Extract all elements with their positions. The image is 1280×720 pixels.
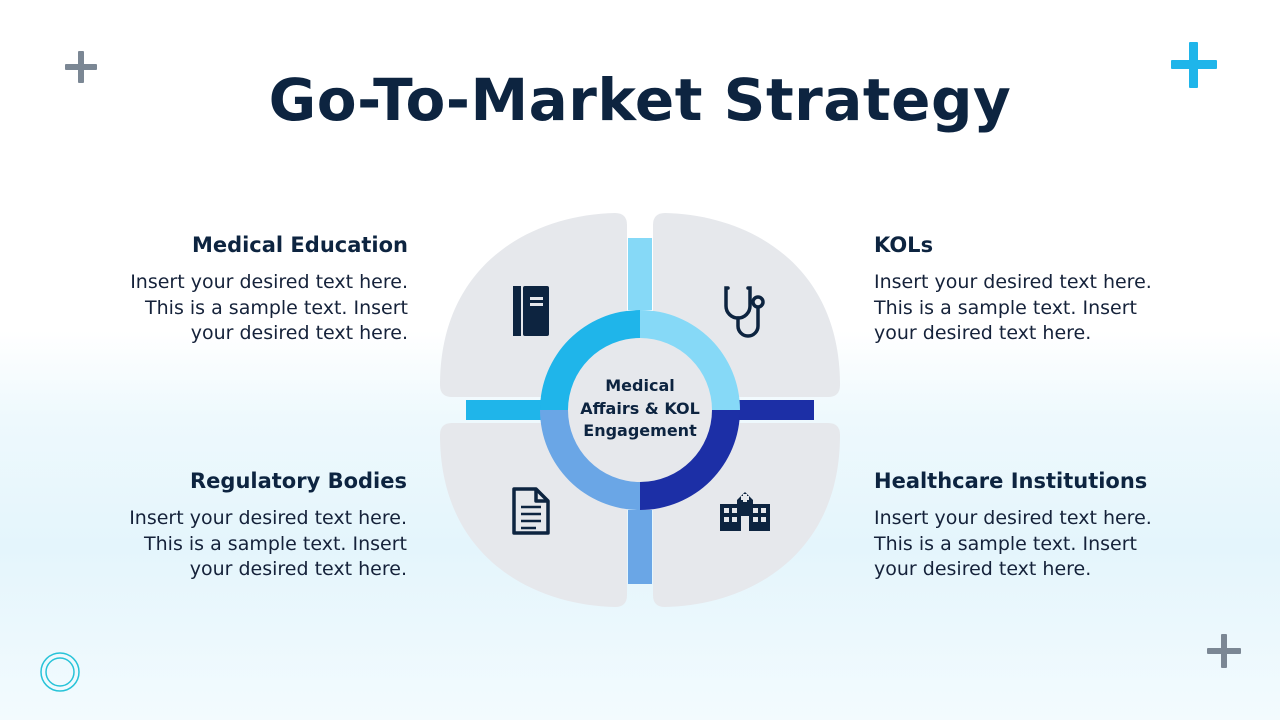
spoke-right	[730, 400, 814, 420]
body-line: Insert your desired text here.	[129, 507, 407, 529]
plus-decoration-icon	[1171, 42, 1217, 88]
section-body: Insert your desired text here. This is a…	[108, 270, 408, 347]
section-body: Insert your desired text here. This is a…	[107, 506, 407, 583]
stethoscope-icon	[724, 286, 765, 338]
body-line: your desired text here.	[190, 322, 408, 344]
body-line: This is a sample text. Insert	[144, 532, 407, 555]
section-healthcare-institutions: Healthcare Institutions Insert your desi…	[874, 469, 1174, 583]
slide-title: Go-To-Market Strategy	[268, 66, 1012, 134]
body-line: This is a sample text. Insert	[874, 532, 1137, 555]
section-kols: KOLs Insert your desired text here. This…	[874, 233, 1174, 347]
book-icon	[513, 286, 549, 336]
hospital-icon	[720, 492, 770, 531]
spoke-left	[466, 400, 550, 420]
section-heading: Regulatory Bodies	[190, 469, 407, 493]
center-label-line: Medical	[605, 376, 675, 395]
section-heading: KOLs	[874, 233, 934, 257]
center-label: Medical Affairs & KOL Engagement	[565, 375, 715, 443]
plus-decoration-icon	[65, 51, 97, 83]
strategy-diagram-graphic	[440, 213, 840, 607]
spoke-top	[628, 238, 652, 310]
strategy-diagram: Medical Affairs & KOL Engagement	[440, 210, 840, 610]
section-regulatory-bodies: Regulatory Bodies Insert your desired te…	[107, 469, 407, 583]
body-line: Insert your desired text here.	[874, 507, 1152, 529]
center-disc	[568, 338, 712, 482]
body-line: Insert your desired text here.	[874, 271, 1152, 293]
plus-decoration-icon	[1207, 634, 1241, 668]
section-medical-education: Medical Education Insert your desired te…	[108, 233, 408, 347]
concentric-circles-icon	[40, 652, 80, 692]
center-label-line: Engagement	[583, 421, 697, 440]
center-label-line: Affairs & KOL	[580, 398, 700, 418]
section-heading: Healthcare Institutions	[874, 469, 1148, 493]
section-body: Insert your desired text here. This is a…	[874, 506, 1174, 583]
section-heading: Medical Education	[191, 233, 408, 257]
body-line: your desired text here.	[189, 558, 407, 580]
body-line: your desired text here.	[874, 558, 1092, 580]
body-line: Insert your desired text here.	[130, 271, 408, 293]
body-line: This is a sample text. Insert	[145, 296, 408, 319]
document-icon	[512, 487, 550, 535]
body-line: This is a sample text. Insert	[874, 296, 1137, 319]
spoke-bottom	[628, 510, 652, 584]
section-body: Insert your desired text here. This is a…	[874, 270, 1174, 347]
body-line: your desired text here.	[874, 322, 1092, 344]
